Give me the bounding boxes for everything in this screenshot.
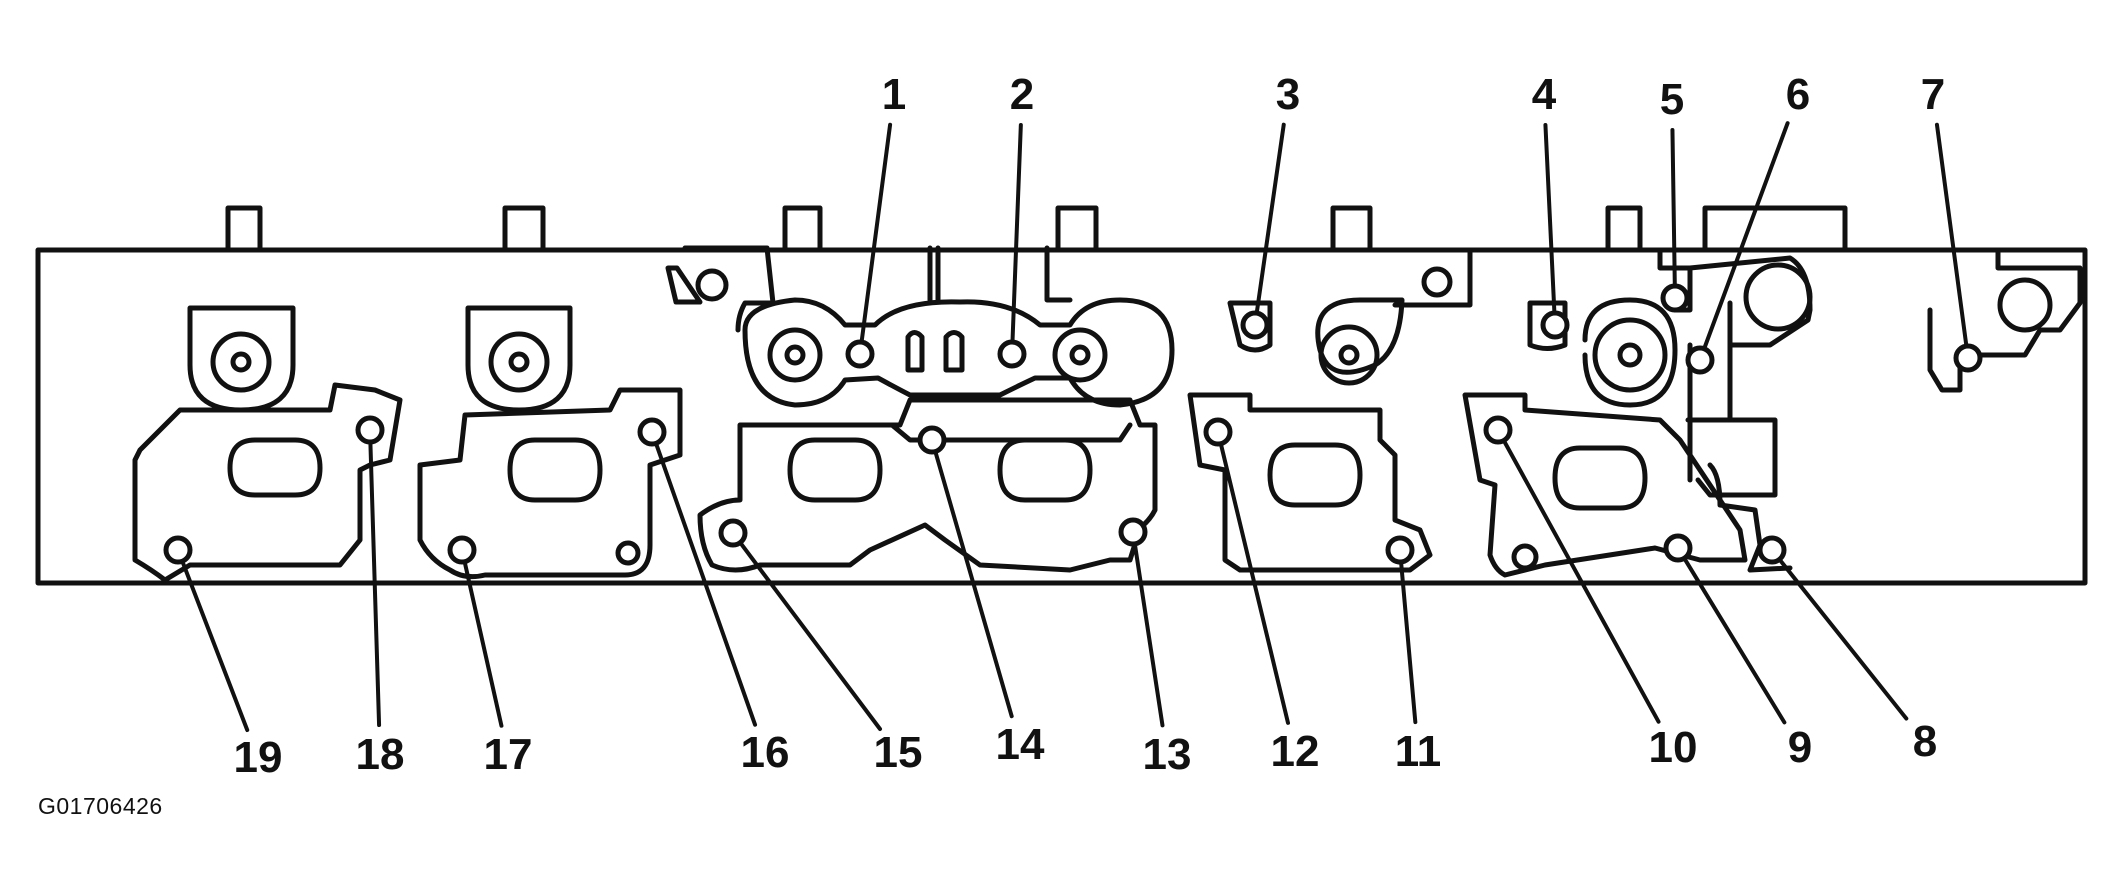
callout-19: 19 [233, 733, 283, 782]
bolt-4-hole [1540, 310, 1570, 340]
callout-14: 14 [995, 720, 1045, 769]
bolt-19-hole [163, 535, 193, 565]
callout-10: 10 [1648, 723, 1698, 772]
bolt-1-hole [845, 339, 875, 369]
callout-11: 11 [1394, 727, 1442, 776]
callout-1: 1 [881, 70, 907, 119]
figure-id-label: G01706426 [38, 793, 163, 819]
bolt-2-leader-line [1010, 122, 1023, 343]
bolt-7-leader-line [1934, 122, 1969, 347]
bolt-3-leader-line [1254, 122, 1286, 314]
bolt-19-leader-line [181, 561, 250, 732]
bolt-17-hole [447, 535, 477, 565]
bolt-16-leader-line [654, 443, 758, 727]
bolt-5-leader-line [1670, 127, 1677, 287]
callout-12: 12 [1270, 727, 1320, 776]
callout-2: 2 [1009, 70, 1035, 119]
bolt-18-leader-line [368, 441, 382, 728]
bolt-8-hole [1757, 535, 1787, 565]
callout-6: 6 [1785, 70, 1811, 119]
callout-9: 9 [1787, 723, 1813, 772]
bolt-5-hole [1660, 283, 1690, 313]
bolt-10-leader-line [1502, 440, 1661, 724]
bolt-6-hole [1685, 345, 1715, 375]
bolt-10-hole [1483, 415, 1513, 445]
callout-13: 13 [1142, 730, 1192, 779]
callout-15: 15 [873, 728, 923, 777]
callout-7: 7 [1920, 70, 1946, 119]
leader-lines [181, 121, 1969, 732]
bolt-13-leader-line [1133, 543, 1165, 728]
cam-bosses [187, 245, 2083, 498]
bolt-7-hole [1953, 343, 1983, 373]
bolt-14-leader-line [933, 451, 1014, 719]
bolt-6-leader-line [1702, 121, 1790, 349]
bolt-17-leader-line [463, 561, 504, 728]
bolt-9-hole [1663, 533, 1693, 563]
bolt-15-hole [718, 518, 748, 548]
bolt-16-hole [637, 417, 667, 447]
bolt-13-hole [1118, 517, 1148, 547]
bolt-4-leader-line [1543, 122, 1557, 314]
bolt-15-leader-line [739, 542, 882, 731]
callout-8: 8 [1912, 717, 1938, 766]
bolt-8-leader-line [1778, 558, 1909, 721]
exhaust-flanges [132, 382, 1793, 583]
callout-5: 5 [1659, 75, 1685, 124]
bolt-11-hole [1385, 535, 1415, 565]
callout-17: 17 [483, 730, 533, 779]
callout-18: 18 [355, 730, 405, 779]
bolt-3-hole [1240, 310, 1270, 340]
bolt-9-leader-line [1683, 557, 1787, 725]
callout-16: 16 [740, 728, 790, 777]
bolt-11-leader-line [1399, 561, 1418, 725]
bolt-14-hole [917, 425, 947, 455]
bolt-1-leader-line [859, 122, 893, 343]
bolt-holes [163, 283, 1983, 565]
bolt-18-hole [355, 415, 385, 445]
bolt-12-hole [1203, 417, 1233, 447]
callout-4: 4 [1531, 70, 1557, 119]
bolt-12-leader-line [1219, 443, 1290, 725]
callout-3: 3 [1275, 70, 1301, 119]
bolt-2-hole [997, 339, 1027, 369]
